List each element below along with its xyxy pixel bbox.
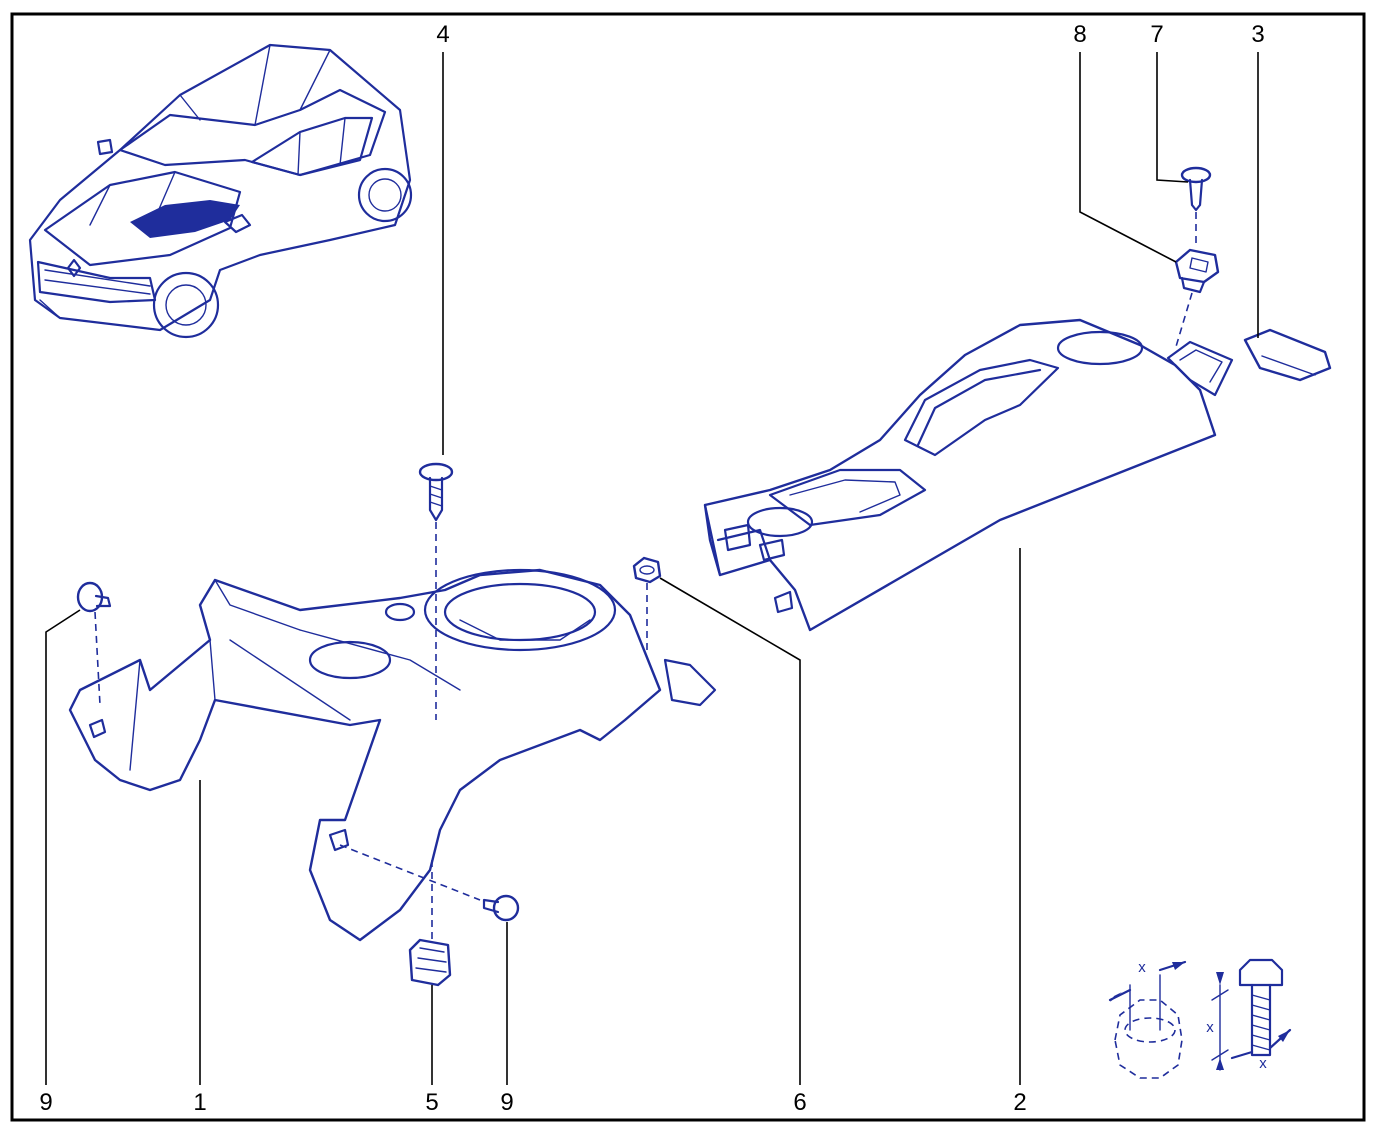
clip-9-lower-icon bbox=[482, 894, 520, 922]
callout-2: 2 bbox=[1013, 1089, 1026, 1116]
cover-cap-part bbox=[1243, 328, 1332, 382]
nut-6-icon bbox=[632, 556, 662, 584]
callout-5: 5 bbox=[425, 1089, 438, 1116]
car-locator-icon bbox=[28, 43, 413, 339]
clip-nut-8-icon bbox=[1174, 248, 1220, 294]
nut-torque-icon: x bbox=[1108, 959, 1187, 1079]
callout-9-left: 9 bbox=[39, 1089, 52, 1116]
callout-6: 6 bbox=[793, 1089, 806, 1116]
clip-9-left-icon bbox=[76, 581, 112, 613]
front-console-part bbox=[68, 568, 717, 942]
leader-lines bbox=[45, 52, 1259, 1085]
callout-9-lower: 9 bbox=[500, 1089, 513, 1116]
callout-1: 1 bbox=[193, 1089, 206, 1116]
bolt-length-x: x bbox=[1206, 1019, 1214, 1036]
callout-3: 3 bbox=[1251, 21, 1264, 48]
clip-5-icon bbox=[408, 938, 452, 987]
bolt-torque-icon: x x bbox=[1206, 958, 1292, 1072]
assembly-lines bbox=[94, 212, 1197, 940]
rear-console-part bbox=[703, 318, 1234, 632]
screw-4-icon bbox=[418, 462, 454, 522]
diagram-border bbox=[10, 12, 1366, 1122]
push-clip-7-icon bbox=[1180, 166, 1212, 212]
callout-7: 7 bbox=[1150, 21, 1163, 48]
callout-4: 4 bbox=[436, 21, 449, 48]
nut-torque-x: x bbox=[1138, 959, 1146, 976]
bolt-diameter-x: x bbox=[1259, 1055, 1267, 1072]
callout-8: 8 bbox=[1073, 21, 1086, 48]
callout-labels: 4 8 7 3 9 1 5 9 6 2 bbox=[39, 21, 1264, 1116]
